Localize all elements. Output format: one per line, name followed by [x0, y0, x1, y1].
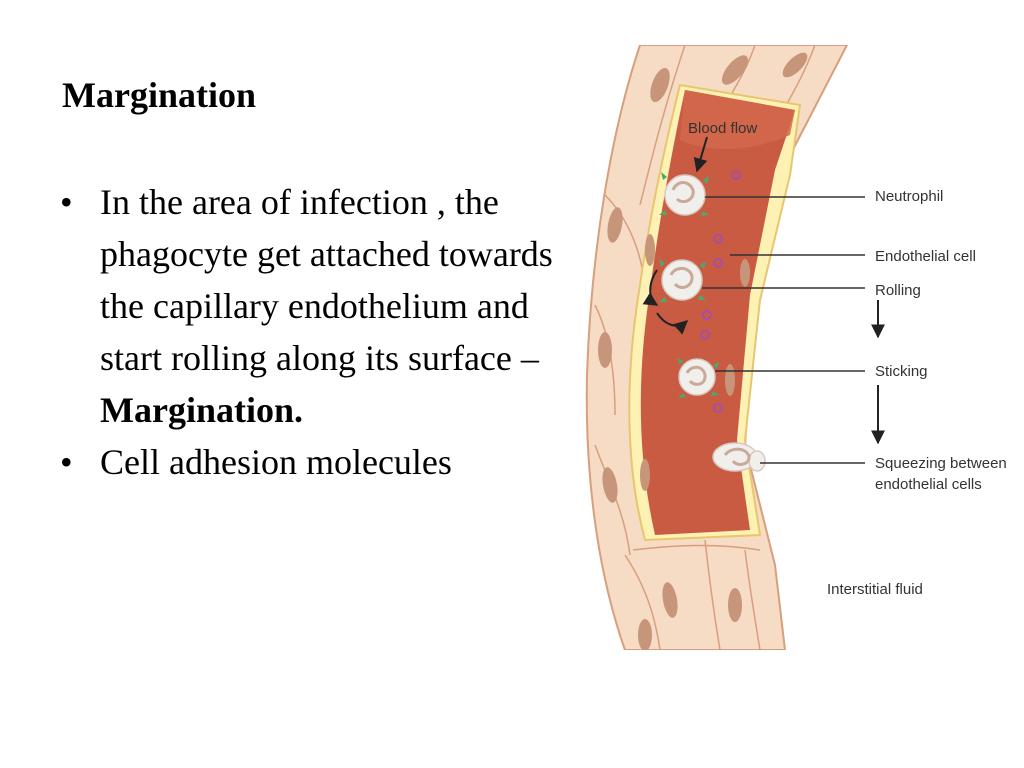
bullet-text: Cell adhesion molecules	[100, 442, 452, 482]
leader-lines	[702, 196, 865, 464]
label-interstitial-fluid: Interstitial fluid	[827, 581, 923, 598]
margination-diagram: Blood flow Neutrophil Endothelial cell R…	[585, 45, 1007, 650]
flow-arrows	[642, 136, 885, 445]
label-sticking: Sticking	[875, 363, 928, 380]
label-endothelial-cell: Endothelial cell	[875, 248, 976, 265]
bullet-bold-term: Margination.	[100, 390, 303, 430]
bullet-glyph: •	[60, 442, 73, 482]
neutrophil-icon	[659, 172, 709, 216]
bullet-text: In the area of infection , the phagocyte…	[100, 182, 553, 378]
label-squeezing-line1: Squeezing between	[875, 455, 1007, 472]
neutrophil-icon	[712, 442, 766, 472]
bullet-glyph: •	[60, 182, 73, 222]
slide-title: Margination	[62, 75, 256, 115]
neutrophil-icon	[659, 259, 706, 302]
label-squeezing-line2: endothelial cells	[875, 476, 982, 493]
endothelial-nuclei	[640, 234, 750, 491]
label-rolling: Rolling	[875, 282, 921, 299]
bullet-item: • In the area of infection , the phagocy…	[60, 176, 560, 436]
wall-nuclei	[598, 52, 808, 650]
lumen-top-surface	[680, 90, 795, 150]
label-blood-flow: Blood flow	[688, 120, 757, 137]
neutrophil-icon	[677, 358, 719, 398]
bullet-list: • In the area of infection , the phagocy…	[60, 176, 560, 488]
bullet-item: • Cell adhesion molecules	[60, 436, 560, 488]
wall-cell-layer	[594, 45, 816, 650]
label-neutrophil: Neutrophil	[875, 188, 943, 205]
